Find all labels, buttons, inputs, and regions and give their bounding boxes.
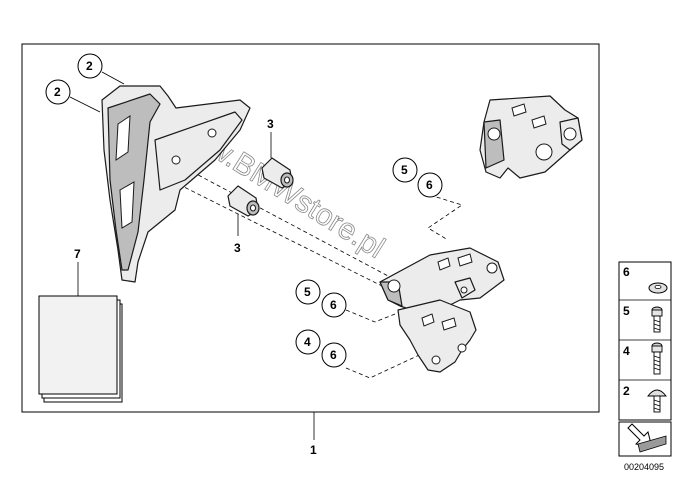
bushing-lower — [227, 185, 260, 217]
callout-bushing-lower: 3 — [234, 241, 241, 255]
svg-text:5: 5 — [623, 304, 630, 318]
booklet — [38, 295, 123, 403]
legend-item-washer: 6 — [623, 265, 668, 294]
svg-text:6: 6 — [623, 265, 630, 279]
callout-booklet: 7 — [74, 247, 81, 261]
assembly-frame — [21, 43, 600, 413]
callout-plate-left: 2 — [45, 79, 101, 113]
svg-text:5: 5 — [401, 163, 408, 177]
svg-text:5: 5 — [304, 285, 311, 299]
bracket-lower — [397, 299, 477, 373]
legend-item-dome-screw: 2 — [623, 384, 667, 413]
svg-text:2: 2 — [54, 85, 61, 99]
legend-item-long-bolt: 4 — [623, 342, 663, 375]
assembly-guide-lines — [154, 151, 463, 379]
navigation-arrow-icon[interactable] — [618, 421, 672, 457]
callout-group-middle: 5 6 — [295, 279, 347, 318]
washer-icon — [648, 282, 668, 294]
callout-bushing-upper: 3 — [267, 117, 274, 131]
long-bolt-icon — [651, 342, 663, 375]
legend-item-short-bolt: 5 — [623, 304, 663, 333]
diagram-id: 00204095 — [624, 462, 664, 472]
short-bolt-icon — [651, 306, 663, 333]
svg-text:2: 2 — [623, 384, 630, 398]
callout-group-upper: 5 6 — [392, 157, 443, 198]
svg-text:2: 2 — [86, 59, 93, 73]
callout-plate-upper: 2 — [77, 53, 125, 85]
bracket-upper — [379, 247, 505, 313]
mounting-plate — [101, 85, 251, 283]
svg-text:4: 4 — [623, 344, 630, 358]
bushing-upper — [261, 157, 294, 189]
callout-group-lower: 4 6 — [295, 329, 347, 368]
svg-text:6: 6 — [330, 298, 337, 312]
main-part-number: 1 — [310, 443, 317, 457]
dome-screw-icon — [647, 389, 667, 413]
svg-text:6: 6 — [426, 178, 433, 192]
svg-text:6: 6 — [330, 348, 337, 362]
bracket-detail-top-right — [479, 95, 583, 179]
svg-text:4: 4 — [304, 335, 311, 349]
